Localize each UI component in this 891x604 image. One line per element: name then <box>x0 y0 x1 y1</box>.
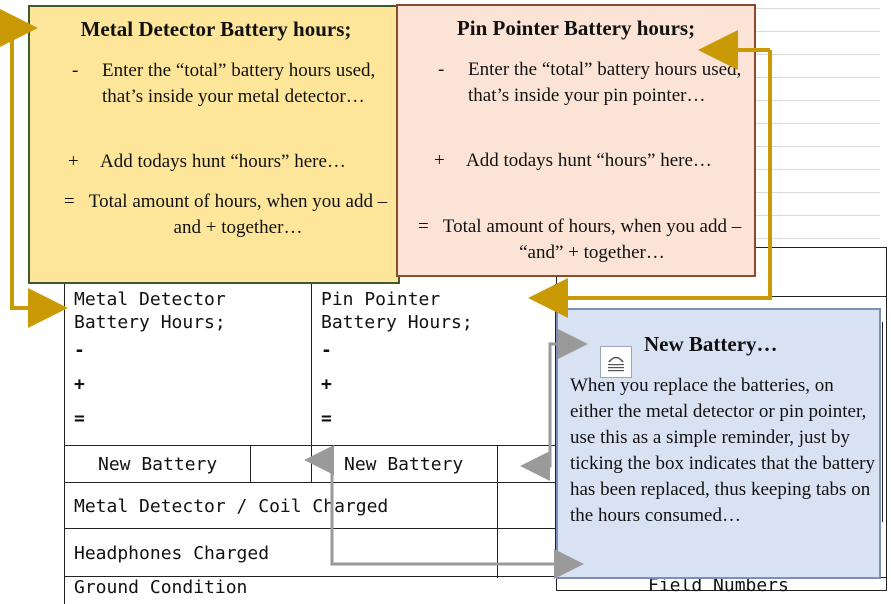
pp-callout-title: Pin Pointer Battery hours; <box>456 16 696 40</box>
nb-arrow-md <box>304 445 578 566</box>
md-battery-callout: Metal Detector Battery hours; - Enter th… <box>28 5 400 284</box>
nb-callout-title: New Battery… <box>644 332 778 356</box>
pp-plus-field[interactable]: + <box>321 374 332 395</box>
pp-line2-text: Add todays hunt “hours” here… <box>466 150 712 171</box>
md-line2-text: Add todays hunt “hours” here… <box>100 151 346 172</box>
hunt-log-table: Metal Detector Battery Hours; Pin Pointe… <box>64 284 556 604</box>
pp-arrow <box>528 50 772 318</box>
pp-line1-symbol: - <box>438 59 445 80</box>
pp-battery-callout: Pin Pointer Battery hours; - Enter the “… <box>396 4 756 277</box>
md-plus-field[interactable]: + <box>74 374 85 395</box>
document-icon <box>600 346 632 378</box>
md-new-battery-label: New Battery <box>98 454 218 475</box>
md-line2-symbol: + <box>68 151 79 172</box>
nb-callout-body: When you replace the batteries, on eithe… <box>570 375 875 526</box>
pp-equals-field[interactable]: = <box>321 408 332 429</box>
headphones-charged-label: Headphones Charged <box>74 543 270 564</box>
connector-arrows <box>0 8 772 579</box>
nb-arrow-pp <box>520 342 582 481</box>
md-equals-field[interactable]: = <box>74 408 85 429</box>
md-hours-header: Metal Detector Battery Hours; <box>74 289 226 333</box>
pp-line1-text: Enter the “total” battery hours used, th… <box>468 59 742 106</box>
md-line1-symbol: - <box>72 60 79 81</box>
pp-minus-field[interactable]: - <box>321 340 332 361</box>
md-minus-field[interactable]: - <box>74 340 85 361</box>
coil-charged-label: Metal Detector / Coil Charged <box>74 496 389 517</box>
new-battery-callout: New Battery… When you replace the batter… <box>556 308 881 579</box>
md-line1-text: Enter the “total” battery hours used, th… <box>102 60 376 107</box>
pp-line3-symbol: = <box>418 216 429 237</box>
md-line3-text: Total amount of hours, when you add – an… <box>88 191 388 238</box>
md-arrow <box>0 8 60 310</box>
pp-line2-symbol: + <box>434 150 445 171</box>
md-line3-symbol: = <box>64 191 75 212</box>
md-callout-title: Metal Detector Battery hours; <box>80 17 352 41</box>
pp-new-battery-label: New Battery <box>344 454 464 475</box>
pp-line3-text: Total amount of hours, when you add – “a… <box>442 216 742 263</box>
pp-hours-header: Pin Pointer Battery Hours; <box>321 289 473 333</box>
background-ruled-lines <box>740 0 891 260</box>
